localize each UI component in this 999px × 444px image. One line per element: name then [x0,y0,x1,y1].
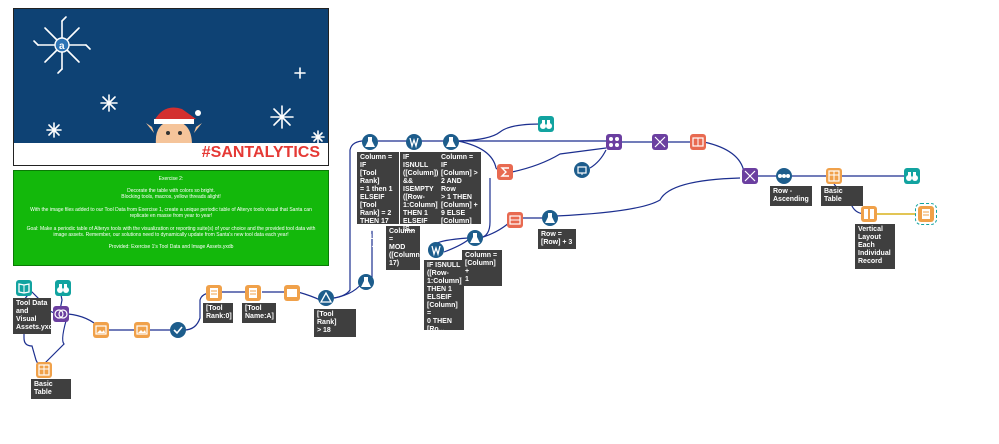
sample-icon [692,137,704,147]
document-icon [249,288,257,298]
santalytics-banner-image: a #SANTALYTICS [13,8,329,166]
crosstab-icon [654,136,666,148]
formula-flask-icon [545,213,555,223]
binoculars-icon [540,120,552,129]
snowflake-scene: a [33,16,325,147]
report-output-icon [922,209,930,219]
santalytics-hashtag: #SANTALYTICS [201,144,320,161]
banner-footer [14,143,328,165]
browse-tool-1[interactable] [55,280,71,296]
formula-tool-3[interactable] [443,134,459,150]
join-multiple-tool[interactable] [606,134,622,150]
multi-row-icon [431,245,441,257]
elf-character-icon [146,107,202,147]
comment-paragraph-3: Goal: Make a periodic table of Alteryx t… [26,225,316,239]
wire [589,149,607,169]
comment-line-2: Blocking tools, macros, yellow threads a… [121,194,221,200]
formula-1-label: Column = IF [Tool Rank] = 1 then 1 ELSEI… [357,152,399,249]
wire [297,291,321,301]
image-icon [136,325,148,335]
formula-mod-label: Column = MOD ([Column], 17) [386,226,424,270]
input-data-label: Tool Data and Visual Assets.yxdb [13,298,57,334]
layout-tool-2[interactable] [861,206,877,222]
column-plus-1-label: Column = [Column] + 1 [462,250,502,286]
wire [555,177,741,217]
multi-row-2-label: IF ISNULL ([Row- 1:Column]) THEN 1 ELSEI… [424,260,464,333]
table-icon [38,364,50,376]
sample-icon [509,215,521,225]
filter-tool[interactable] [318,290,334,306]
crosstab-tool[interactable] [652,134,668,150]
report-text-tool-1[interactable] [206,285,222,301]
svg-text:a: a [59,41,65,52]
basic-table-tool-2[interactable] [826,168,842,184]
comment-provided: Provided: Exercise 1's Tool Data and Ima… [108,243,234,250]
comment-title: Exercise 2: [158,176,184,182]
render-tool[interactable] [915,203,937,225]
sigma-icon [500,167,509,177]
formula-flask-icon [446,137,456,147]
multi-row-formula-tool-2[interactable] [428,242,444,258]
wire [457,123,541,142]
formula-flask-icon [470,233,480,243]
display-icon [577,166,587,175]
table-icon [828,170,840,182]
filter-label: [Tool Rank] > 18 [314,309,356,337]
select-tool[interactable] [170,322,186,338]
formula-flask-icon [361,277,371,287]
binoculars-icon [906,172,918,181]
formula-tool-mod-icon[interactable] [358,274,374,290]
wire [703,141,745,173]
row-plus-3-label: Row = [Row] + 3 [538,229,576,249]
image-icon [95,325,107,335]
report-text-tool-2[interactable] [245,285,261,301]
comment-paragraph-2: With the image files added to our Tool D… [30,206,312,220]
browse-tool-2[interactable] [538,116,554,132]
basic-table-label-2: Basic Table [821,186,863,206]
join-icon [54,309,68,319]
text-input-tool[interactable] [574,162,590,178]
sort-label: Row - Ascending [770,186,812,206]
basic-table-label-1: Basic Table [31,379,71,399]
transpose-tool[interactable] [742,168,758,184]
book-icon [18,283,30,294]
layout-icon [864,209,874,219]
sample-tool[interactable] [507,212,523,228]
binoculars-icon [57,284,69,293]
tool-name-label: [Tool Name:A] [242,303,276,323]
formula-flask-icon [365,137,375,147]
layout-icon [287,289,297,297]
summarize-tool[interactable] [497,164,513,180]
exercise-comment-box[interactable]: Exercise 2: Decorate the table with colo… [13,170,329,266]
browse-tool-3[interactable] [904,168,920,184]
sample-tool-2[interactable] [690,134,706,150]
filter-triangle-icon [319,291,333,303]
wire [457,140,501,173]
checkmark-icon [173,326,183,335]
wire [511,147,607,173]
document-icon [210,288,218,298]
image-tool-1[interactable] [93,322,109,338]
wire [443,239,469,253]
transpose-icon [744,170,756,182]
multi-row-formula-tool-1[interactable] [406,134,422,150]
wire [479,178,491,239]
sort-tool[interactable] [776,168,792,184]
formula-2-label: IF ISNULL ([Column]) && ISEMPTY ([Row- 1… [400,152,440,233]
formula-tool-1[interactable] [362,134,378,150]
formula-tool-row-plus-3[interactable] [542,210,558,226]
image-tool-2[interactable] [134,322,150,338]
layout-tool-1[interactable] [284,285,300,301]
tool-rank-label: [Tool Rank:0] [203,303,233,323]
comment-line-1: Decorate the table with colors so bright… [127,187,215,194]
input-data-tool[interactable] [16,280,32,296]
sort-dots-icon [778,174,790,178]
vertical-layout-label: Vertical Layout Each Individual Record [855,224,895,269]
join-tool-1[interactable] [53,306,69,322]
formula-tool-column-plus-1[interactable] [467,230,483,246]
basic-table-tool-1[interactable] [36,362,52,378]
multi-row-icon [409,137,419,149]
join-multiple-icon [609,137,619,147]
formula-3-label: Column = IF [Column] > 2 AND Row > 1 THE… [438,152,481,233]
